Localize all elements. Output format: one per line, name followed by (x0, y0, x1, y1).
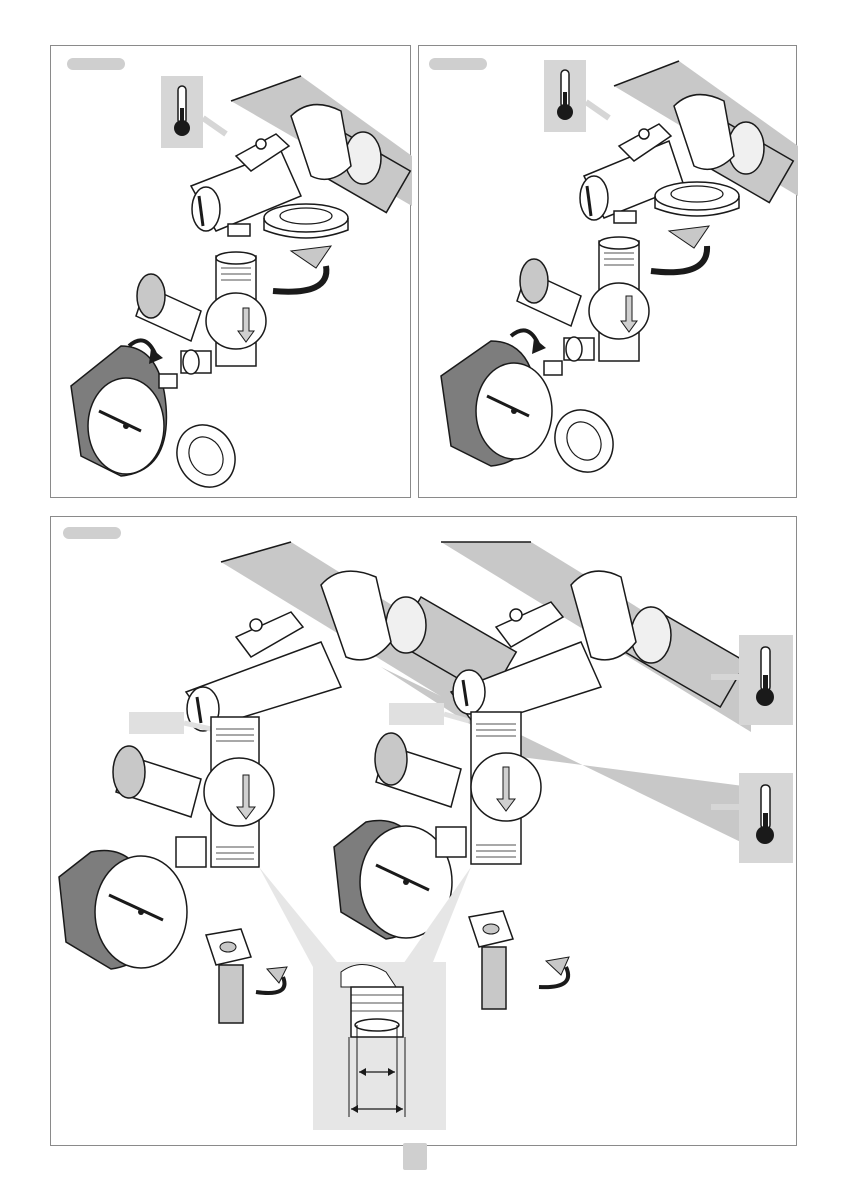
seal-washer (544, 399, 624, 482)
flexible-hose-right (469, 911, 569, 1009)
step-3-illustration (51, 517, 798, 1147)
panel-step-2 (418, 45, 797, 498)
page-number-tab (403, 1143, 427, 1170)
panel-step-1 (50, 45, 411, 498)
panel-step-3 (50, 516, 797, 1146)
ptfe-tape-roll (264, 204, 348, 238)
step-1-illustration (51, 46, 412, 499)
thermometer-icon (161, 76, 226, 148)
rotate-arrow-icon (539, 957, 569, 987)
ptfe-tape-roll (655, 182, 739, 216)
rotate-arrow-icon (256, 967, 287, 993)
flexible-hose-left (206, 929, 287, 1023)
step-2-illustration (419, 46, 798, 499)
thermometer-icon (544, 60, 609, 132)
seal-washer (166, 414, 246, 497)
pressure-gauge (441, 330, 562, 466)
pressure-gauge (71, 340, 177, 476)
rotate-arrow-icon (273, 246, 331, 292)
ball-valve (580, 124, 684, 223)
rotate-arrow-icon (651, 226, 709, 272)
